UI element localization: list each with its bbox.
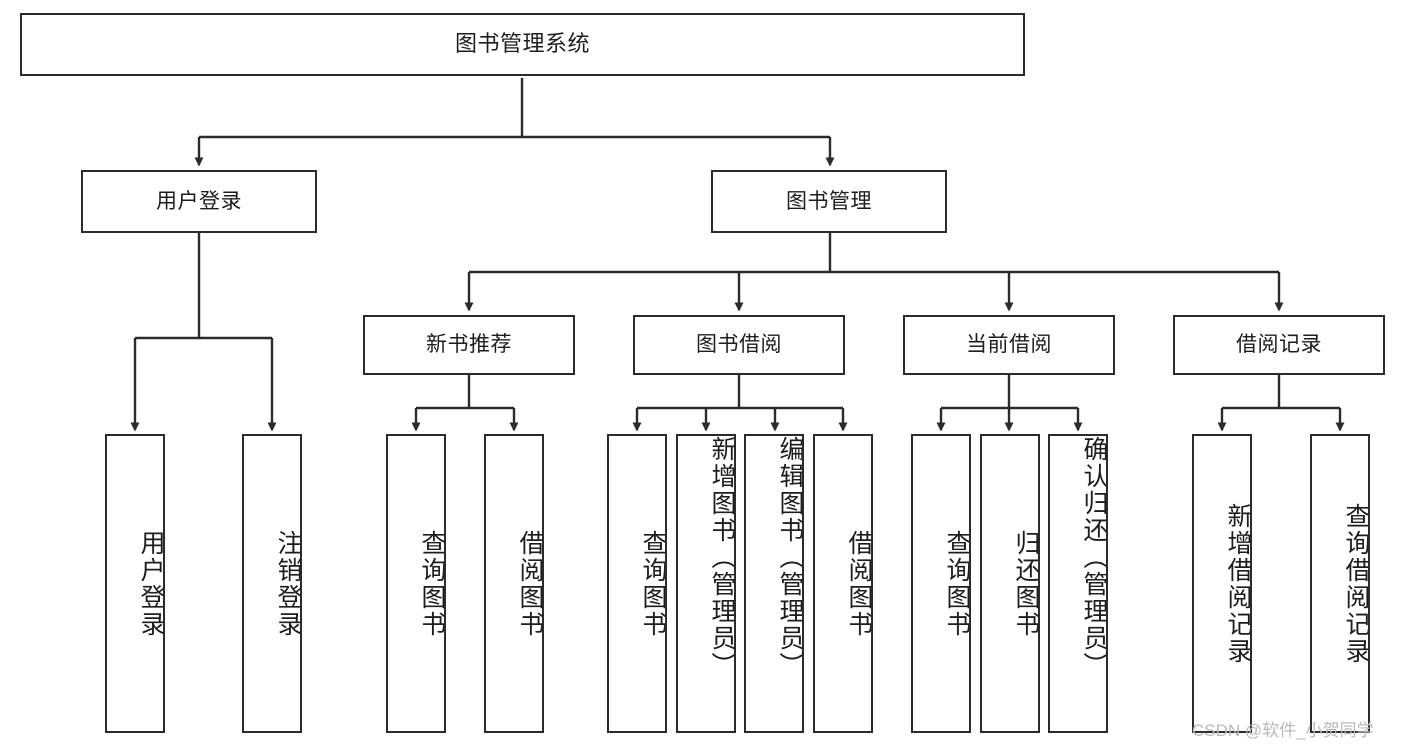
- node-label: 借阅图书: [845, 529, 873, 638]
- leaf-add-book-admin[interactable]: 新增图书（管理员）: [676, 434, 736, 733]
- node-user-login[interactable]: 用户登录: [81, 170, 317, 233]
- node-label: 查询图书: [943, 529, 971, 638]
- node-label: 查询图书: [418, 529, 446, 638]
- node-label: 查询图书: [639, 529, 667, 638]
- node-borrowing-record[interactable]: 借阅记录: [1173, 315, 1385, 375]
- leaf-query-borrow-record[interactable]: 查询借阅记录: [1310, 434, 1370, 733]
- leaf-add-borrow-record[interactable]: 新增借阅记录: [1192, 434, 1252, 733]
- node-label: 新书推荐: [426, 333, 512, 357]
- node-label: 图书借阅: [696, 333, 782, 357]
- node-label: 编辑图书（管理员）: [776, 436, 804, 679]
- node-current-borrowing[interactable]: 当前借阅: [903, 315, 1115, 375]
- node-label: 图书管理系统: [454, 31, 590, 57]
- node-root-book-management-system[interactable]: 图书管理系统: [20, 13, 1025, 76]
- node-book-management[interactable]: 图书管理: [711, 170, 947, 233]
- node-label: 用户登录: [156, 189, 242, 213]
- leaf-query-book-current[interactable]: 查询图书: [911, 434, 971, 733]
- node-label: 新增借阅记录: [1224, 502, 1252, 665]
- node-book-borrowing[interactable]: 图书借阅: [633, 315, 845, 375]
- leaf-borrow-book[interactable]: 借阅图书: [813, 434, 873, 733]
- node-label: 查询借阅记录: [1342, 502, 1370, 665]
- node-label: 新增图书（管理员）: [708, 436, 736, 679]
- node-label: 确认归还（管理员）: [1080, 436, 1108, 679]
- node-label: 借阅记录: [1236, 333, 1322, 357]
- node-label: 注销登录: [274, 529, 302, 638]
- leaf-confirm-return-admin[interactable]: 确认归还（管理员）: [1048, 434, 1108, 733]
- node-label: 借阅图书: [516, 529, 544, 638]
- leaf-query-book-recommend[interactable]: 查询图书: [386, 434, 446, 733]
- node-label: 当前借阅: [966, 333, 1052, 357]
- leaf-edit-book-admin[interactable]: 编辑图书（管理员）: [744, 434, 804, 733]
- leaf-logout-login[interactable]: 注销登录: [242, 434, 302, 733]
- leaf-user-login[interactable]: 用户登录: [105, 434, 165, 733]
- node-new-book-recommendation[interactable]: 新书推荐: [363, 315, 575, 375]
- node-label: 用户登录: [137, 529, 165, 638]
- leaf-borrow-book-recommend[interactable]: 借阅图书: [484, 434, 544, 733]
- node-label: 图书管理: [786, 189, 872, 213]
- csdn-watermark: CSDN @软件_小贺同学: [1192, 721, 1374, 740]
- node-label: 归还图书: [1012, 529, 1040, 638]
- leaf-return-book[interactable]: 归还图书: [980, 434, 1040, 733]
- leaf-query-book-borrow[interactable]: 查询图书: [607, 434, 667, 733]
